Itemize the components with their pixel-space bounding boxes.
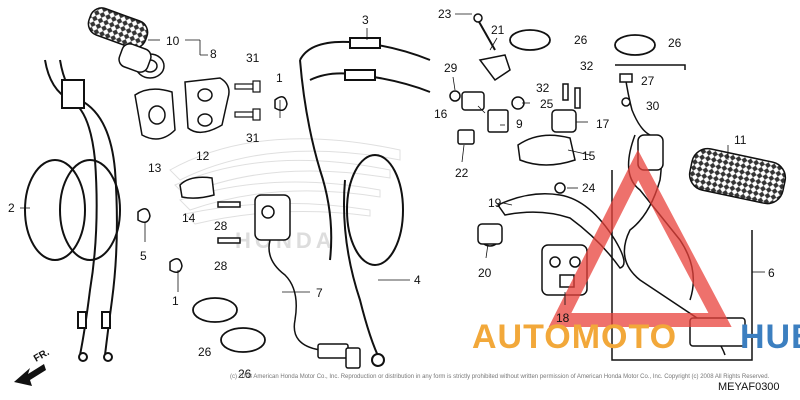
- label-3: 3: [362, 13, 369, 27]
- label-21: 21: [491, 23, 505, 37]
- label-17: 17: [596, 117, 610, 131]
- clutch-lever-parts: [449, 13, 625, 269]
- leader-lines: [20, 13, 765, 305]
- front-label: FR.: [32, 347, 52, 365]
- label-28b: 28: [214, 259, 228, 273]
- label-6: 6: [768, 266, 775, 280]
- label-32b: 32: [580, 59, 594, 73]
- copyright-text: (c) 2008 American Honda Motor Co., Inc. …: [230, 374, 770, 380]
- bolts-31: [234, 80, 261, 121]
- label-27: 27: [641, 74, 655, 88]
- label-10: 10: [166, 34, 180, 48]
- label-2: 2: [8, 201, 15, 215]
- label-18: 18: [556, 311, 570, 325]
- throttle-cables: [24, 59, 121, 362]
- label-9: 8: [210, 47, 217, 61]
- label-5: 5: [140, 249, 147, 263]
- bands-26: [192, 29, 656, 353]
- label-24: 24: [582, 181, 596, 195]
- label-23: 23: [438, 7, 452, 21]
- watermark-text-orange: AUTOMOTO: [472, 318, 677, 356]
- automotohub-watermark: AUTOMOTO HUB: [472, 149, 800, 356]
- label-22: 22: [455, 166, 469, 180]
- label-8: 9: [516, 117, 523, 131]
- label-25: 25: [540, 97, 554, 111]
- diagram-code: MEYAF0300: [718, 381, 780, 393]
- label-1b: 1: [172, 294, 179, 308]
- label-32a: 32: [536, 81, 550, 95]
- watermark-text-blue: HUB: [740, 318, 800, 356]
- label-26c: 26: [574, 33, 588, 47]
- label-12: 12: [196, 149, 210, 163]
- label-26d: 26: [668, 36, 682, 50]
- right-grip: [688, 147, 787, 205]
- kill-switch-assembly: [217, 194, 361, 369]
- label-1a: 1: [276, 71, 283, 85]
- label-13: 13: [148, 161, 162, 175]
- label-31a: 31: [246, 51, 260, 65]
- clips: [137, 96, 288, 273]
- callout-labels: 10 8 31 31 1 12 13 2 14 5 28 28 1 7 26 2…: [8, 7, 775, 381]
- label-31b: 31: [246, 131, 260, 145]
- label-29: 29: [444, 61, 458, 75]
- label-28a: 28: [214, 219, 228, 233]
- label-26b: 26: [238, 367, 252, 381]
- throttle-grip: [87, 7, 165, 79]
- honda-wing-logo: [169, 138, 401, 225]
- label-11: 11: [734, 133, 747, 147]
- front-arrow: FR.: [14, 347, 52, 386]
- label-16: 16: [434, 107, 448, 121]
- throttle-housing: [134, 77, 230, 140]
- part-14-cover: [179, 176, 215, 199]
- label-15: 15: [582, 149, 596, 163]
- label-4: 4: [414, 273, 421, 287]
- label-19: 19: [488, 196, 502, 210]
- label-20: 20: [478, 266, 492, 280]
- clutch-cables: [299, 37, 431, 367]
- label-14: 14: [182, 211, 196, 225]
- label-26a: 26: [198, 345, 212, 359]
- label-7: 7: [316, 286, 323, 300]
- label-30: 30: [646, 99, 660, 113]
